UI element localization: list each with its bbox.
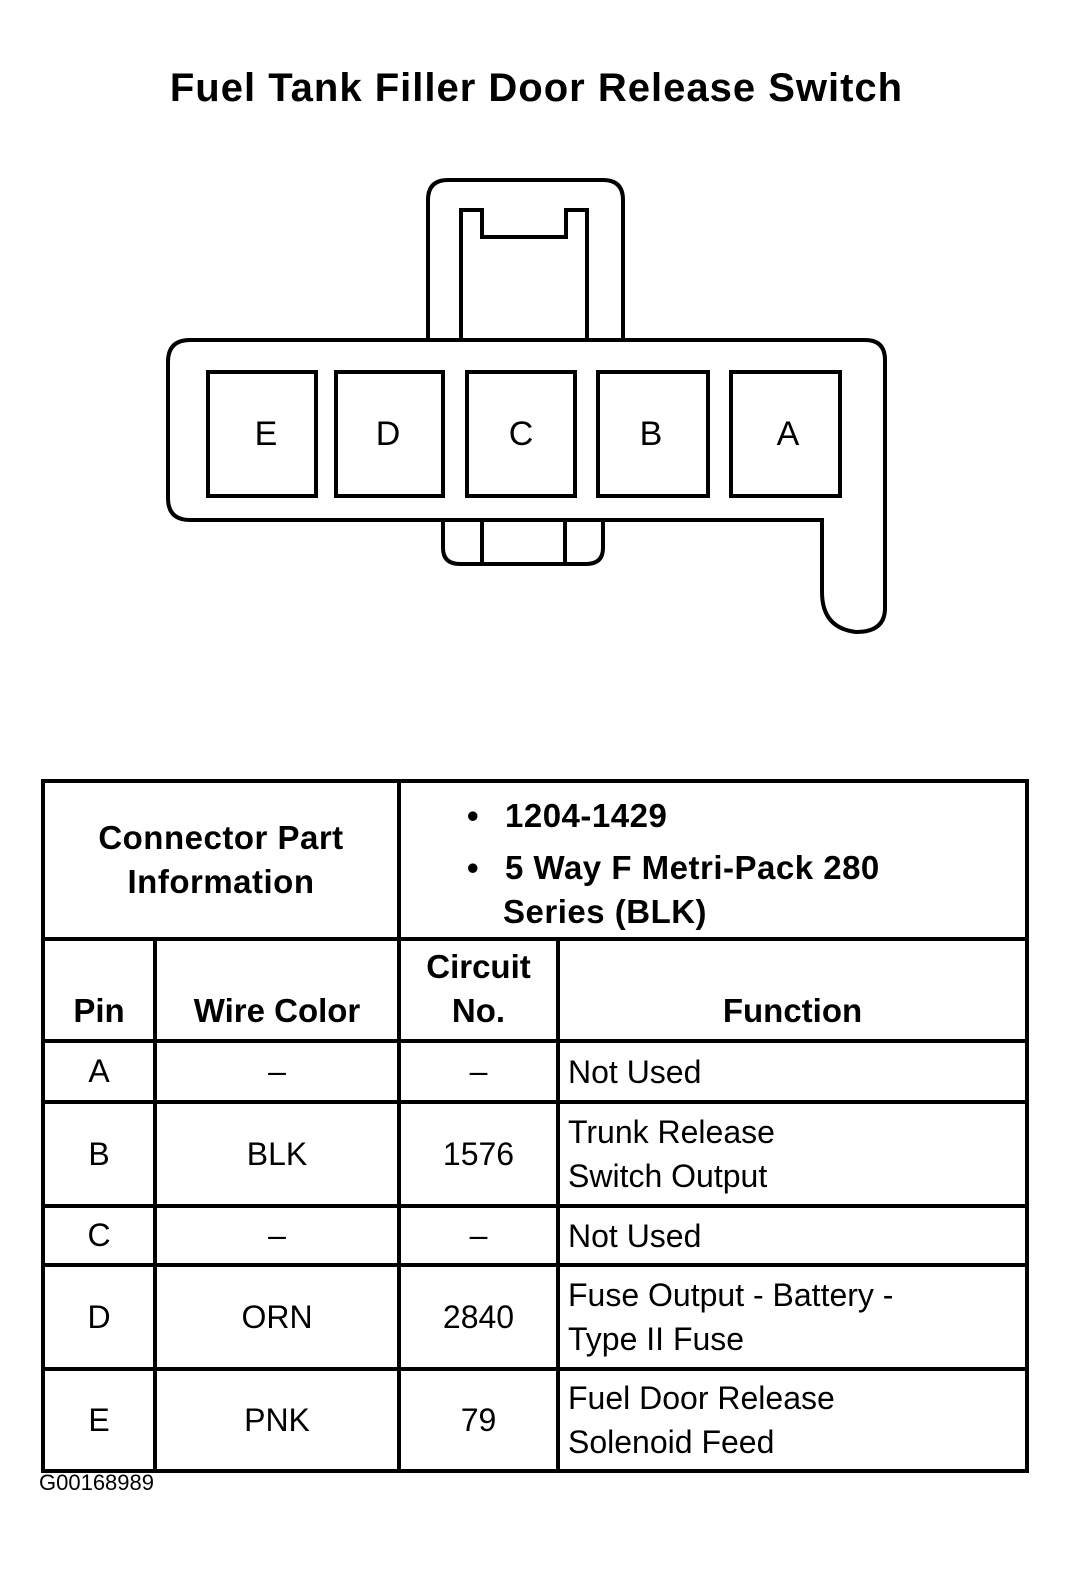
connector-face-diagram: E D C B A — [166, 178, 887, 635]
function-cell: Fuse Output - Battery -Type II Fuse — [556, 1263, 1029, 1371]
pin-cell: E — [41, 1367, 157, 1473]
pin-label-a: A — [777, 415, 800, 453]
bottom-key — [441, 522, 605, 566]
wire-color-cell: PNK — [153, 1367, 401, 1473]
wire-color-cell: BLK — [153, 1100, 401, 1208]
wire-color-cell: ORN — [153, 1263, 401, 1371]
circuit-cell: 1576 — [397, 1100, 560, 1208]
pin-label-b: B — [640, 415, 663, 453]
circuit-cell: – — [397, 1204, 560, 1267]
table-row: C – – Not Used — [41, 1204, 1029, 1267]
part-info-row: Connector Part Information 1204-1429 5 W… — [41, 779, 1029, 941]
function-cell: Not Used — [556, 1039, 1029, 1104]
pin-label-e: E — [255, 415, 278, 453]
part-number: 1204-1429 — [401, 794, 1025, 838]
pin-cell: A — [41, 1039, 157, 1104]
wire-color-cell: – — [153, 1204, 401, 1267]
diagram-title: Fuel Tank Filler Door Release Switch — [169, 66, 904, 110]
cavity-e — [206, 370, 318, 498]
pin-cell: B — [41, 1100, 157, 1208]
pin-cell: D — [41, 1263, 157, 1371]
circuit-cell: – — [397, 1039, 560, 1104]
pin-label-d: D — [376, 415, 401, 453]
cavity-a — [729, 370, 842, 498]
circuit-cell: 79 — [397, 1367, 560, 1473]
pin-cell: C — [41, 1204, 157, 1267]
figure-id: G00168989 — [39, 1470, 154, 1495]
header-function: Function — [556, 937, 1029, 1043]
table-row: A – – Not Used — [41, 1039, 1029, 1104]
cavity-c — [465, 370, 577, 498]
locking-tab-outer — [426, 178, 625, 340]
circuit-cell: 2840 — [397, 1263, 560, 1371]
connector-housing — [166, 338, 887, 635]
cavity-d — [334, 370, 445, 498]
header-pin: Pin — [41, 937, 157, 1043]
wire-color-cell: – — [153, 1039, 401, 1104]
header-wire-color: Wire Color — [153, 937, 401, 1043]
pin-label-c: C — [509, 415, 534, 453]
locking-tab-inner — [459, 208, 589, 340]
part-info-label: Connector Part Information — [41, 779, 401, 941]
connector-info-table: Connector Part Information 1204-1429 5 W… — [41, 779, 1029, 1473]
table-row: D ORN 2840 Fuse Output - Battery -Type I… — [41, 1263, 1029, 1371]
cavity-b — [596, 370, 710, 498]
function-cell: Not Used — [556, 1204, 1029, 1267]
